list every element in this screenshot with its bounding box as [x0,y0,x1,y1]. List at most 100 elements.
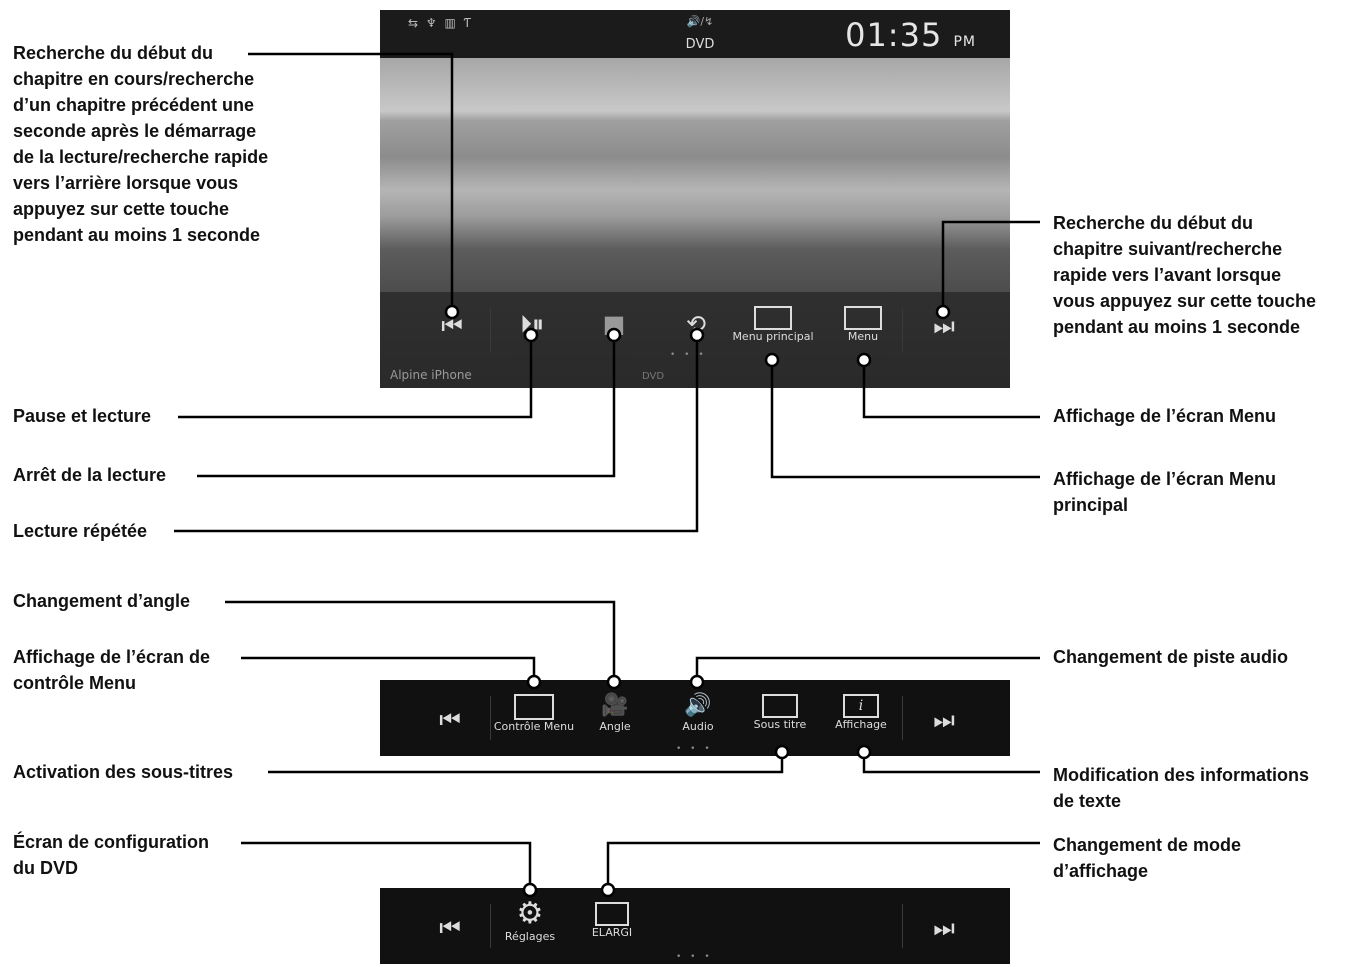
divider [490,904,491,948]
label-line: Modification des informations [1053,765,1310,785]
prev-button[interactable]: ⏮ [430,312,474,340]
info-icon: i [843,694,879,718]
divider [902,696,903,740]
playback-control-bar: ⏮ ⏵⏸ ■ ⟲ Menu principal Menu ⏭ • • • Alp… [380,292,1010,388]
label-subtitles: Activation des sous-titres [13,762,234,782]
label-line: Recherche du début du [1053,213,1254,233]
repeat-icon: ⟲ [685,310,707,338]
label-display-mode: Changement de mode d’affichage [1053,832,1241,884]
settings-button[interactable]: ⚙ Réglages [498,896,562,944]
prev-button[interactable]: ⏮ [428,914,472,942]
label-line: chapitre suivant/recherche [1053,239,1283,259]
audio-button[interactable]: 🔊 Audio [672,692,724,733]
next-button[interactable]: ⏭ [922,706,966,734]
label-line: pendant au moins 1 seconde [13,225,261,245]
label-line: Écran de configuration [13,832,210,852]
label-stop: Arrêt de la lecture [13,465,167,485]
stop-icon: ■ [602,310,626,338]
label-next-chapter: Recherche du début du chapitre suivant/re… [1053,210,1316,340]
label-line: d’un chapitre précédent une [13,95,255,115]
gear-icon: ⚙ [516,896,544,931]
divider [902,308,903,352]
control-menu-button[interactable]: Contrôle Menu [492,694,576,733]
skip-back-icon: ⏮ [439,706,461,734]
audio-label: Audio [682,720,714,733]
angle-button[interactable]: 🎥 Angle [590,692,640,733]
skip-back-icon: ⏮ [441,312,463,340]
menu-icon [844,306,882,330]
next-button[interactable]: ⏭ [922,914,966,942]
label-line: de texte [1053,791,1122,811]
leader-angle [225,600,616,682]
skip-back-icon: ⏮ [439,914,461,942]
divider [490,308,491,352]
page-dots: • • • [676,952,713,962]
stop-button[interactable]: ■ [594,310,634,338]
page-dots: • • • [676,744,713,754]
clock: 01:35 PM [845,16,976,54]
label-line: Changement de mode [1053,835,1242,855]
label-angle: Changement d’angle [13,591,191,611]
label-line: Recherche du début du [13,43,214,63]
main-menu-button[interactable]: Menu principal [725,306,821,343]
next-button[interactable]: ⏭ [922,312,966,340]
label-main-menu: Affichage de l’écran Menu principal [1053,466,1276,518]
label-line: appuyez sur cette touche [13,199,230,219]
label-repeat: Lecture répétée [13,521,148,541]
subtitle-button[interactable]: Sous titre [748,694,812,731]
subtitle-icon [762,694,798,718]
subtitle-label: Sous titre [753,718,807,731]
label-line: Affichage de l’écran Menu [1053,469,1277,489]
menu-button[interactable]: Menu [835,306,891,343]
control-menu-icon [514,694,554,720]
source-name: Alpine iPhone [390,368,472,382]
leader-display-mode [606,841,1040,890]
label-line: de la lecture/recherche rapide [13,147,269,167]
skip-forward-icon: ⏭ [933,914,955,942]
label-line: principal [1053,495,1129,515]
label-text-info: Modification des informations de texte [1053,762,1309,814]
leader-control-menu [241,656,536,682]
source-label: DVD [685,37,715,52]
dvd-playback-screen: ⇆ ♆ ▥ Ƭ 🔊/↯ DVD 01:35 PM ⏮ ⏵⏸ ■ ⟲ Menu p… [380,10,1010,388]
prev-button[interactable]: ⏮ [428,706,472,734]
divider [490,696,491,740]
main-menu-label: Menu principal [732,330,814,343]
label-audio-track: Changement de piste audio [1053,647,1289,667]
display-mode-button[interactable]: ELARGI [580,902,644,939]
speaker-icon: 🔊 [684,693,712,718]
divider [902,904,903,948]
skip-forward-icon: ⏭ [933,706,955,734]
display-mode-label: ELARGI [591,926,633,939]
label-pause-play: Pause et lecture [13,406,152,426]
status-icons: ⇆ ♆ ▥ Ƭ [408,16,473,30]
label-dvd-setup: Écran de configuration du DVD [13,829,209,881]
menu-label: Menu [847,330,879,343]
display-info-label: Affichage [835,718,887,731]
label-menu-screen: Affichage de l’écran Menu [1053,406,1277,426]
main-menu-icon [754,306,792,330]
camera-icon: 🎥 [601,693,629,718]
play-pause-button[interactable]: ⏵⏸ [508,310,556,338]
label-line: du DVD [13,858,78,878]
display-info-button[interactable]: i Affichage [828,694,894,731]
control-bar-page-3: ⏮ ⚙ Réglages ELARGI ⏭ • • • [380,888,1010,964]
control-menu-label: Contrôle Menu [493,720,575,733]
repeat-button[interactable]: ⟲ [676,310,716,338]
volume-indicator: 🔊/↯ [686,15,714,28]
play-pause-icon: ⏵⏸ [520,310,544,338]
leader-dvd-setup [241,841,532,890]
page-dots: • • • [670,350,707,360]
label-line: vous appuyez sur cette touche [1053,291,1317,311]
label-line: seconde après le démarrage [13,121,257,141]
leader-audio [695,656,1040,682]
label-line: chapitre en cours/recherche [13,69,255,89]
disc-label: DVD [642,371,665,382]
label-line: d’affichage [1053,861,1149,881]
label-line: pendant au moins 1 seconde [1053,317,1301,337]
display-mode-icon [595,902,629,926]
label-line: rapide vers l’avant lorsque [1053,265,1282,285]
skip-forward-icon: ⏭ [933,312,955,340]
control-bar-page-2: ⏮ Contrôle Menu 🎥 Angle 🔊 Audio Sous tit… [380,680,1010,756]
